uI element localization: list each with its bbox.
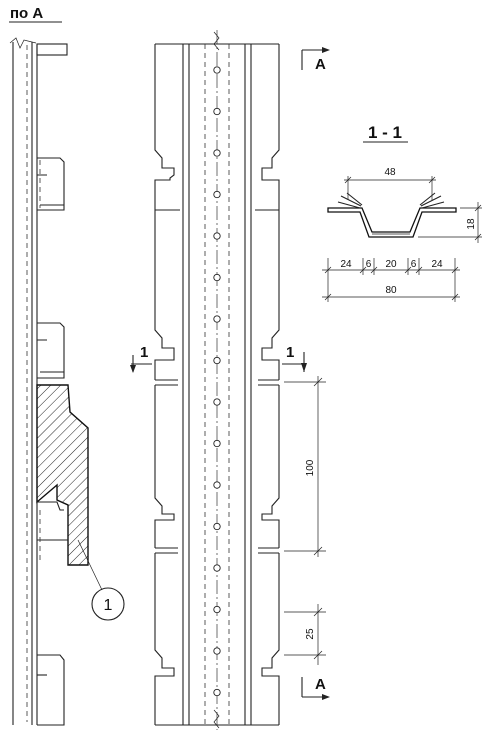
bolt-hole xyxy=(213,232,221,240)
side-view: по А 1 xyxy=(9,5,125,726)
hatched-lap-plate xyxy=(36,384,89,566)
bolt-hole xyxy=(213,315,221,323)
dim-bottom-segment: 24 xyxy=(431,259,443,270)
bolt-hole xyxy=(213,564,221,572)
view-mark-top: А xyxy=(301,47,330,73)
dim-pitch-label: 100 xyxy=(305,459,316,476)
bolt-hole xyxy=(213,356,221,365)
bolt-hole xyxy=(213,190,221,199)
bolt-hole xyxy=(213,688,221,697)
section-mark-label: 1 xyxy=(286,344,294,361)
callout-leader xyxy=(77,539,103,591)
bolt-holes xyxy=(213,66,221,697)
dim-bottom-segment: 6 xyxy=(411,259,417,270)
front-elevation xyxy=(154,30,280,730)
dim-hole-step: 25 xyxy=(284,604,326,665)
bolt-hole xyxy=(213,439,221,448)
bolt-hole xyxy=(213,522,221,531)
dim-top-width: 48 xyxy=(384,167,396,178)
bolt-hole xyxy=(213,66,221,74)
view-title: по А xyxy=(10,5,43,22)
bolt-hole xyxy=(213,398,221,406)
dim-bottom-segment: 6 xyxy=(366,259,372,270)
view-mark-label: А xyxy=(315,676,326,693)
bolt-hole xyxy=(213,149,221,157)
section-view: 1 - 1 48 18 xyxy=(322,123,482,302)
dim-total: 80 xyxy=(385,285,397,296)
view-mark-label: А xyxy=(315,56,326,73)
dim-bottom-segment: 20 xyxy=(385,259,397,270)
dim-hole-step-label: 25 xyxy=(305,628,316,640)
section-mark-left: 1 xyxy=(130,344,152,373)
bolt-hole xyxy=(213,605,221,614)
dim-height: 18 xyxy=(466,218,477,230)
callout-number: 1 xyxy=(104,597,113,614)
section-mark-label: 1 xyxy=(140,344,148,361)
view-mark-bottom: А xyxy=(301,676,330,700)
bolt-hole xyxy=(213,107,221,116)
bolt-hole xyxy=(213,647,221,655)
section-title: 1 - 1 xyxy=(368,123,402,142)
section-profile xyxy=(327,207,457,238)
section-mark-right: 1 xyxy=(282,344,307,372)
bolt-hole xyxy=(213,481,221,489)
dim-bottom-segment: 24 xyxy=(340,259,352,270)
callout-circle xyxy=(91,587,125,621)
bolt-hole xyxy=(213,273,221,282)
dim-pitch: 100 xyxy=(284,376,326,557)
